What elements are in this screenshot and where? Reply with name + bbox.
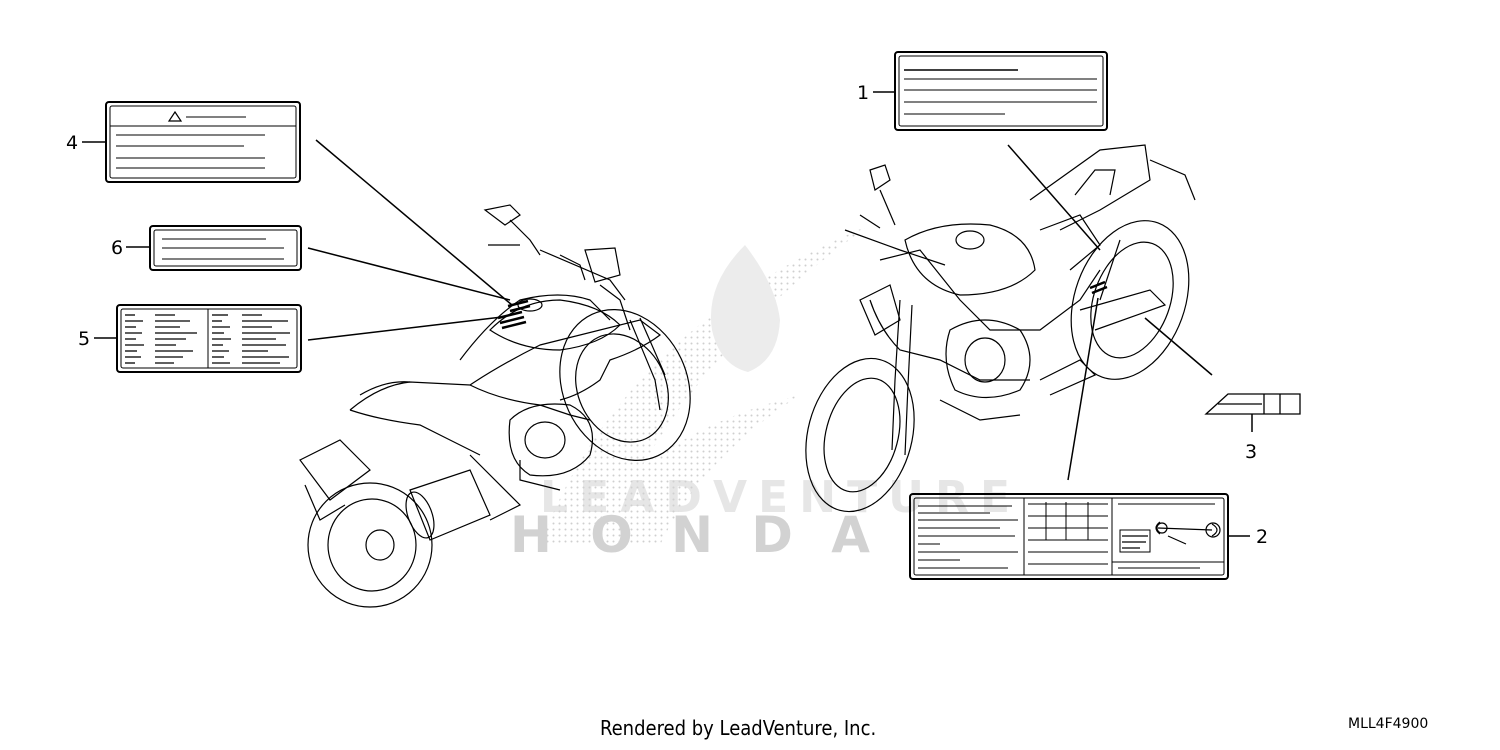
callout-numbers: 1 2 3 4 5 6 [66,82,1268,548]
label-1-illustration [894,51,1108,131]
leader-lines [82,91,1253,537]
watermark-flame-icon [710,245,780,372]
warning-triangle-icon [167,110,183,122]
callout-5: 5 [78,328,90,350]
callout-6: 6 [111,237,123,259]
label-3-illustration [1204,393,1301,415]
callout-2: 2 [1256,526,1268,548]
label-6-illustration [149,225,302,271]
render-credit: Rendered by LeadVenture, Inc. [600,716,877,740]
callout-4: 4 [66,132,78,154]
label-2-illustration [909,493,1229,580]
label-5-illustration [116,304,302,373]
motorcycle-left [299,204,691,608]
chain-adjust-icon [1155,521,1218,545]
watermark-wing-logo [540,225,870,545]
label-4-illustration [105,101,301,183]
motorcycle-right [805,144,1196,513]
callout-3: 3 [1245,441,1257,463]
diagram-code: MLL4F4900 [1348,716,1429,732]
callout-1: 1 [857,82,869,104]
